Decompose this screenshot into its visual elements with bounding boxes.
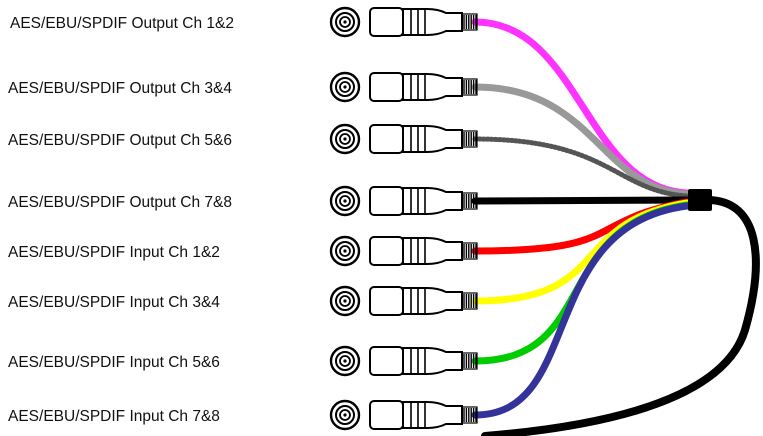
channel-label: AES/EBU/SPDIF Output Ch 7&8	[8, 194, 232, 211]
cables-layer	[471, 18, 691, 419]
channel-label: AES/EBU/SPDIF Output Ch 3&4	[8, 80, 232, 97]
breakout-block	[688, 189, 712, 211]
channel-label: AES/EBU/SPDIF Output Ch 5&6	[8, 132, 232, 149]
cable-ch-4	[471, 196, 691, 205]
bnc-connector	[329, 123, 478, 155]
labels-layer: AES/EBU/SPDIF Output Ch 1&2AES/EBU/SPDIF…	[8, 15, 234, 425]
bnc-connector	[329, 399, 478, 431]
channel-label: AES/EBU/SPDIF Output Ch 1&2	[10, 15, 234, 32]
cable-ch-1	[471, 18, 691, 197]
channel-label: AES/EBU/SPDIF Input Ch 1&2	[8, 244, 220, 261]
bnc-connector	[329, 285, 478, 317]
breakout-block-layer	[688, 189, 712, 211]
trunk-cable	[481, 196, 760, 436]
cable-ch-2	[471, 83, 691, 198]
bnc-connector	[329, 345, 478, 377]
bnc-connector	[329, 235, 478, 267]
bnc-connector	[329, 6, 478, 38]
channel-label: AES/EBU/SPDIF Input Ch 5&6	[8, 354, 220, 371]
bnc-connector	[329, 185, 478, 217]
channel-label: AES/EBU/SPDIF Input Ch 3&4	[8, 294, 220, 311]
connectors-layer	[329, 6, 478, 431]
bnc-connector	[329, 71, 478, 103]
trunk-layer	[481, 196, 760, 436]
cable-ch-3	[472, 136, 690, 199]
channel-label: AES/EBU/SPDIF Input Ch 7&8	[8, 408, 220, 425]
cable-ch-8	[471, 202, 691, 419]
